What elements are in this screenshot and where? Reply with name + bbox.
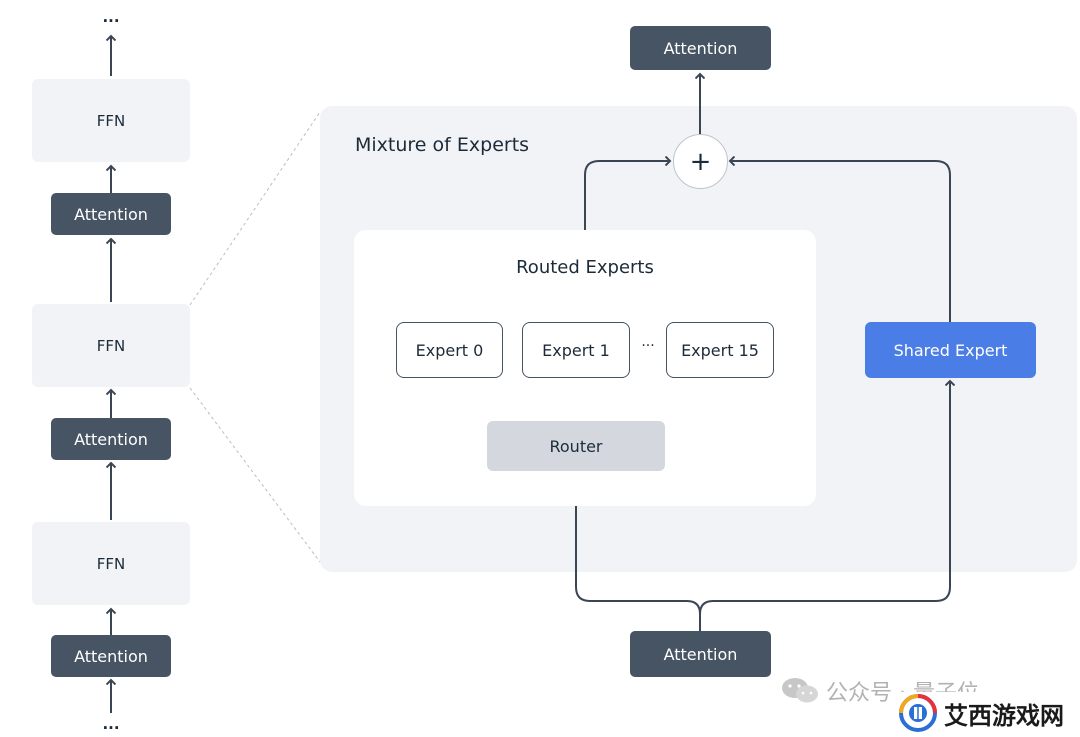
attention-block-top: Attention	[51, 193, 171, 235]
wechat-icon	[782, 678, 818, 703]
arrow-routed-to-sum	[584, 161, 670, 230]
attention-block-middle: Attention	[51, 418, 171, 460]
shared-expert-block: Shared Expert	[865, 322, 1036, 378]
ffn-block-middle: FFN	[32, 304, 190, 387]
site-watermark-text: 艾西游戏网	[944, 700, 1064, 730]
input-attention-block: Attention	[630, 631, 771, 677]
ffn-block-bottom: FFN	[32, 522, 190, 605]
site-watermark: 艾西游戏网	[898, 692, 1078, 734]
expert-15-box: Expert 15	[666, 322, 774, 378]
bottom-ellipsis: ...	[102, 715, 120, 733]
zoom-line-top	[189, 111, 321, 306]
expert-1-box: Expert 1	[522, 322, 630, 378]
output-attention-block: Attention	[630, 26, 771, 70]
attention-block-bottom: Attention	[51, 635, 171, 677]
zoom-line-bottom	[189, 387, 321, 563]
line-input-split-right	[699, 381, 950, 615]
expert-0-box: Expert 0	[396, 322, 503, 378]
moe-title: Mixture of Experts	[355, 134, 530, 156]
sum-node: +	[673, 134, 728, 189]
line-input-split-left	[576, 474, 701, 631]
routed-experts-title: Routed Experts	[516, 257, 654, 278]
experts-ellipsis: ···	[641, 338, 655, 354]
arrow-shared-to-sum	[730, 161, 951, 322]
top-ellipsis: ...	[102, 8, 120, 26]
ffn-block-top: FFN	[32, 79, 190, 162]
site-logo-icon	[899, 694, 937, 732]
router-block: Router	[487, 421, 665, 471]
